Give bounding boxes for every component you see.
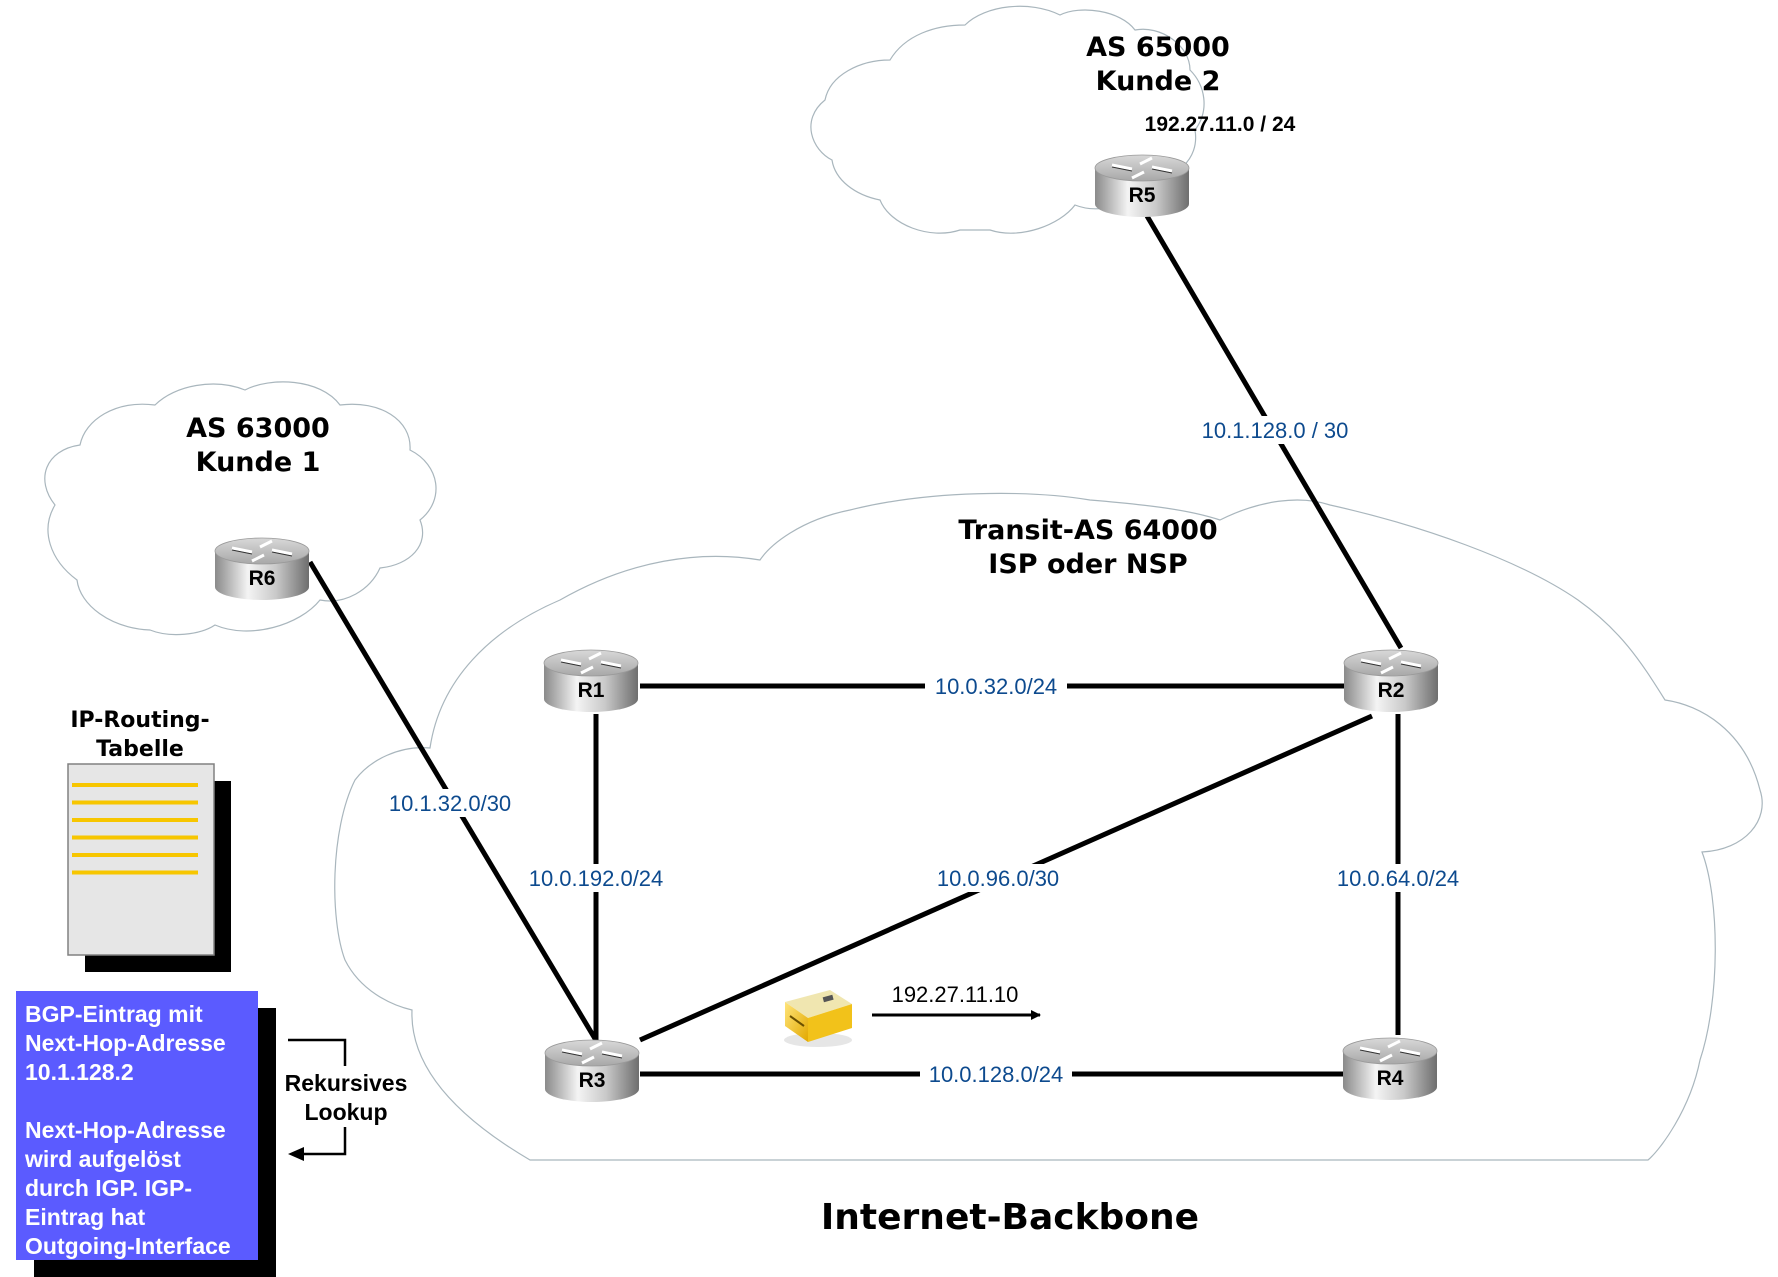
link-label-r1-r2: 10.0.32.0/24 bbox=[935, 674, 1057, 699]
link-label-r2-r4: 10.0.64.0/24 bbox=[1337, 866, 1459, 891]
bgp-text-line: Next-Hop-Adresse bbox=[25, 1117, 226, 1143]
bgp-text-line: Next-Hop-Adresse bbox=[25, 1030, 226, 1056]
recursive-lookup-label-line1: Rekursives bbox=[285, 1070, 408, 1096]
diagram-title: Internet-Backbone bbox=[821, 1197, 1199, 1238]
router-label: R3 bbox=[579, 1069, 606, 1092]
router-label: R6 bbox=[249, 567, 276, 590]
router-top bbox=[1094, 154, 1190, 182]
router-arrows-icon bbox=[231, 539, 293, 563]
router-body bbox=[215, 551, 309, 600]
router-r3[interactable]: R3 bbox=[544, 1039, 640, 1102]
cloud-title-as65000: AS 65000 bbox=[1086, 32, 1230, 63]
document-list-icon bbox=[67, 763, 231, 972]
router-top bbox=[544, 1039, 640, 1067]
recursive-lookup: Rekursives Lookup bbox=[285, 1038, 408, 1161]
router-arrows-icon bbox=[1111, 156, 1173, 180]
routing-table-entry-line bbox=[72, 870, 198, 875]
routing-table-entry-line bbox=[72, 853, 198, 857]
routing-table-label-line2: Tabelle bbox=[96, 737, 184, 762]
recursive-lookup-bracket-top bbox=[288, 1038, 347, 1066]
routing-table-lines bbox=[72, 783, 198, 875]
router-label: R5 bbox=[1129, 184, 1156, 207]
router-body bbox=[1344, 663, 1438, 712]
router-r5[interactable]: R5 bbox=[1094, 154, 1190, 217]
router-body bbox=[1343, 1051, 1437, 1100]
router-arrows-icon bbox=[1360, 651, 1422, 675]
routing-table-entry-line bbox=[72, 783, 198, 787]
recursive-lookup-bracket-bottom bbox=[300, 1127, 347, 1156]
bgp-text-line: BGP-Eintrag mit bbox=[25, 1001, 203, 1027]
router-top bbox=[543, 649, 639, 677]
cloud-title-transit: Transit-AS 64000 bbox=[958, 515, 1217, 546]
link-label-r1-r3: 10.0.192.0/24 bbox=[529, 866, 664, 891]
routing-table-entry-line bbox=[72, 835, 198, 840]
bgp-text-line: wird aufgelöst bbox=[24, 1146, 181, 1172]
link-label-r5-r2: 10.1.128.0 / 30 bbox=[1202, 418, 1349, 443]
routing-table-label-line1: IP-Routing- bbox=[70, 708, 209, 733]
packet-destination: 192.27.11.10 bbox=[892, 982, 1019, 1007]
link-label-r2-r3: 10.0.96.0/30 bbox=[937, 866, 1059, 891]
router-top bbox=[214, 537, 310, 565]
bgp-text-line: Eintrag hat bbox=[25, 1204, 145, 1230]
router-r4[interactable]: R4 bbox=[1342, 1037, 1438, 1100]
router-label: R1 bbox=[578, 679, 605, 702]
bgp-text-line: 10.1.128.2 bbox=[25, 1059, 134, 1085]
cloud-title-as63000: AS 63000 bbox=[186, 413, 330, 444]
bgp-text-line: durch IGP. IGP- bbox=[25, 1175, 192, 1201]
cloud-subtitle-transit: ISP oder NSP bbox=[988, 549, 1187, 580]
router-r2[interactable]: R2 bbox=[1343, 649, 1439, 712]
packet: 192.27.11.10 bbox=[784, 982, 1041, 1047]
packet-envelope-icon bbox=[784, 990, 852, 1047]
cloud-as63000 bbox=[44, 381, 437, 636]
routing-table-entry-line bbox=[72, 800, 198, 805]
router-body bbox=[544, 663, 638, 712]
router-r6[interactable]: R6 bbox=[214, 537, 310, 600]
router-r1[interactable]: R1 bbox=[543, 649, 639, 712]
router-body bbox=[1095, 168, 1189, 217]
router-arrows-icon bbox=[560, 651, 622, 675]
link-labels: 10.0.32.0/24 10.0.192.0/24 10.0.96.0/30 … bbox=[382, 416, 1466, 1088]
router-label: R4 bbox=[1377, 1067, 1404, 1090]
router-label: R2 bbox=[1378, 679, 1405, 702]
router-top bbox=[1343, 649, 1439, 677]
routing-table-entry-line bbox=[72, 818, 198, 822]
bgp-text-line: Outgoing-Interface bbox=[25, 1233, 231, 1259]
router-arrows-icon bbox=[1359, 1039, 1421, 1063]
link-label-r3-r4: 10.0.128.0/24 bbox=[929, 1062, 1064, 1087]
link-label-r6-r3: 10.1.32.0/30 bbox=[389, 791, 511, 816]
network-prefix-as65000: 192.27.11.0 / 24 bbox=[1145, 113, 1296, 136]
recursive-lookup-label-line2: Lookup bbox=[304, 1099, 387, 1125]
router-body bbox=[545, 1053, 639, 1102]
cloud-subtitle-as65000: Kunde 2 bbox=[1096, 66, 1221, 97]
recursive-lookup-arrow-icon bbox=[288, 1147, 304, 1161]
router-top bbox=[1342, 1037, 1438, 1065]
cloud-subtitle-as63000: Kunde 1 bbox=[196, 447, 321, 478]
router-arrows-icon bbox=[561, 1041, 623, 1065]
